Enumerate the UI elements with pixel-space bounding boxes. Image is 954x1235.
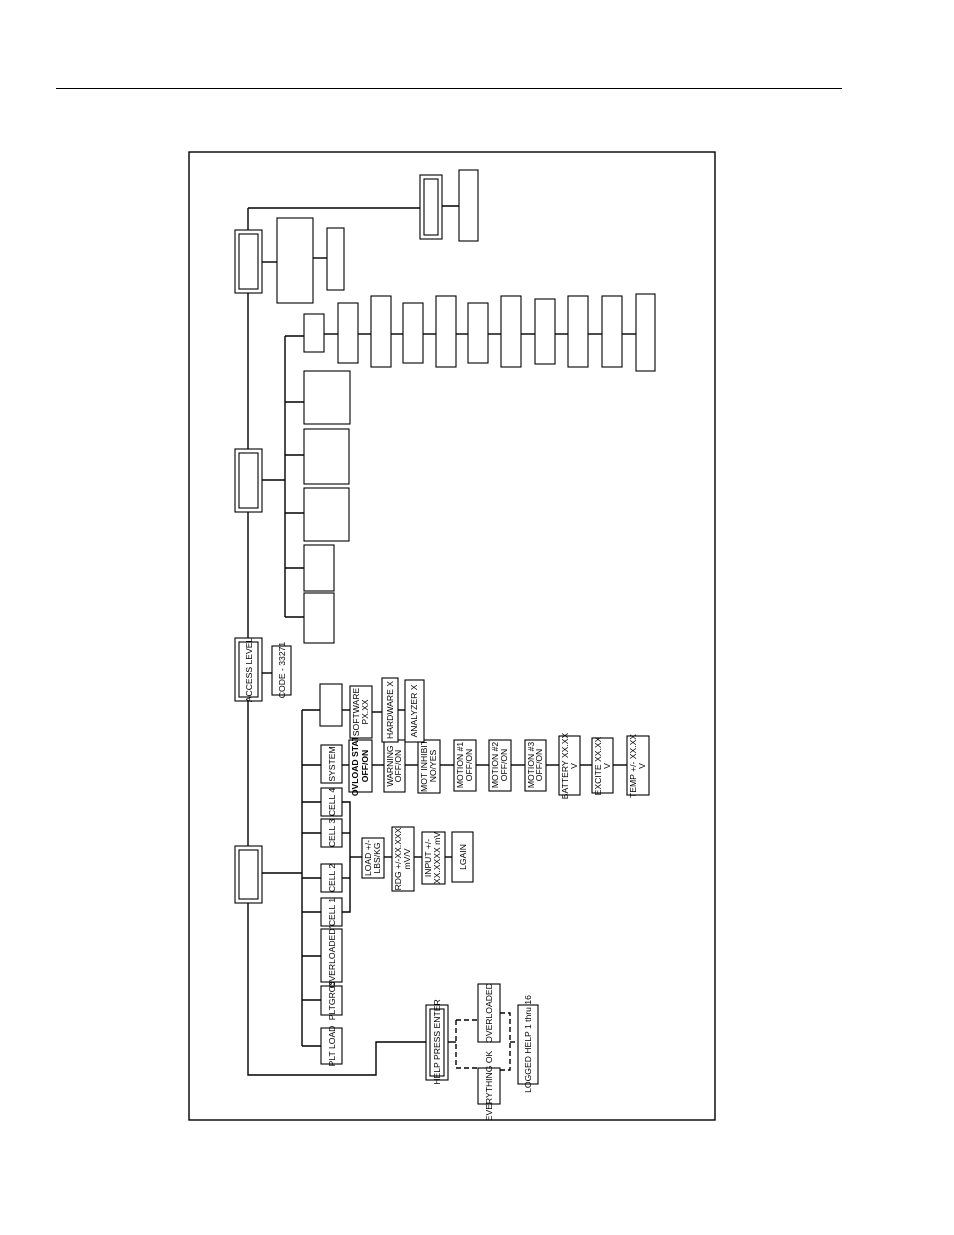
node-box-unlabeled	[419, 174, 443, 240]
svg-text:EXCITE XX.XX: EXCITE XX.XX	[593, 736, 603, 795]
svg-text:OFF/ON: OFF/ON	[464, 749, 474, 781]
system-excite-box: EXCITE XX.XX V	[591, 736, 614, 795]
svg-text:CELL 2: CELL 2	[327, 864, 337, 893]
svg-text:OFF/ON: OFF/ON	[393, 750, 403, 782]
svg-text:CELL 3: CELL 3	[327, 819, 337, 848]
version-analyzer-box: ANALYZER X	[404, 679, 425, 743]
svg-text:SOFTWARE: SOFTWARE	[351, 688, 361, 737]
main-menu-pltgros: PLTGROS	[320, 980, 343, 1021]
help-box: HELP PRESS ENTER	[425, 999, 449, 1085]
help-everything-ok-box: EVERYTHING OK	[477, 1050, 501, 1121]
svg-text:OVERLOADED: OVERLOADED	[484, 983, 494, 1043]
svg-text:NO/YES: NO/YES	[428, 750, 438, 783]
system-ovload-stat-box: OVLOAD STAT OFF/ON	[348, 735, 373, 796]
svg-text:INPUT +/-: INPUT +/-	[423, 839, 433, 877]
svg-text:MOT INHIBIT: MOT INHIBIT	[419, 739, 429, 792]
svg-text:EVERYTHING OK: EVERYTHING OK	[484, 1050, 494, 1121]
access-code-box: CODE - 33271	[271, 642, 292, 699]
svg-text:PX.XX: PX.XX	[360, 699, 370, 725]
version-software-box: SOFTWARE PX.XX	[349, 685, 373, 739]
svg-text:CELL 4: CELL 4	[327, 788, 337, 817]
svg-text:HELP PRESS ENTER: HELP PRESS ENTER	[432, 999, 442, 1084]
svg-text:V: V	[602, 763, 612, 769]
svg-text:OFF/ON: OFF/ON	[534, 749, 544, 781]
cell-load-box: LOAD +/- LBS/KG	[361, 837, 385, 879]
svg-text:WARNING: WARNING	[385, 745, 395, 787]
main-menu-cell1: CELL 1	[320, 897, 343, 927]
node-box-unlabeled	[234, 845, 263, 904]
svg-text:CELL 1: CELL 1	[327, 898, 337, 927]
system-temp-box: TEMP +/- XX.XX V	[626, 734, 650, 798]
svg-text:MOTION #1: MOTION #1	[455, 742, 465, 789]
svg-text:ANALYZER X: ANALYZER X	[409, 684, 419, 737]
svg-text:MOTION #2: MOTION #2	[490, 742, 500, 789]
svg-text:mV/V: mV/V	[402, 848, 412, 869]
cell-input-box: INPUT +/- XX.XXXX mV	[421, 831, 446, 885]
svg-text:HARDWARE X: HARDWARE X	[385, 681, 395, 739]
connector-lines	[238, 205, 636, 1076]
help-overloaded-box: OVERLOADED	[477, 983, 501, 1043]
svg-text:PLT LOAD: PLT LOAD	[327, 1026, 337, 1067]
node-box-unlabeled	[234, 448, 263, 513]
version-hardware-box: HARDWARE X	[381, 677, 399, 743]
main-menu-system: SYSTEM	[320, 744, 343, 784]
system-motion1-box: MOTION #1 OFF/ON	[453, 739, 477, 792]
system-mot-inhibit-box: MOT INHIBIT NO/YES	[417, 739, 441, 794]
access-code-label: CODE - 33271	[277, 642, 287, 699]
svg-text:LGAIN: LGAIN	[458, 844, 468, 870]
system-motion2-box: MOTION #2 OFF/ON	[488, 739, 512, 792]
main-menu-cell2: CELL 2	[320, 863, 343, 893]
svg-text:V: V	[637, 763, 647, 769]
system-motion3-box: MOTION #3 OFF/ON	[524, 739, 547, 792]
svg-text:RDG +/-XX.XXX: RDG +/-XX.XXX	[393, 827, 403, 890]
main-menu-cell3: CELL 3	[320, 818, 343, 848]
access-level-box: ACCESS LEVEL	[234, 637, 263, 703]
svg-text:OVERLOADED?: OVERLOADED?	[327, 924, 337, 989]
svg-text:OFF/ON: OFF/ON	[360, 750, 370, 782]
cell-lgain-box: LGAIN	[451, 831, 474, 883]
diagram-frame	[188, 151, 716, 1121]
svg-text:MOTION #3: MOTION #3	[526, 742, 536, 789]
empty-boxes	[276, 169, 656, 727]
svg-text:OFF/ON: OFF/ON	[499, 749, 509, 781]
system-warning-box: WARNING OFF/ON	[383, 739, 406, 793]
node-box-unlabeled	[234, 229, 263, 294]
svg-text:SYSTEM: SYSTEM	[327, 746, 337, 781]
svg-text:TEMP +/- XX.XX: TEMP +/- XX.XX	[628, 734, 638, 798]
svg-text:OVLOAD STAT: OVLOAD STAT	[350, 735, 360, 796]
help-logged-box: LOGGED HELP 1 thru 16	[517, 995, 539, 1093]
main-menu-overloaded: OVERLOADED?	[320, 924, 343, 989]
svg-text:XX.XXXX mV: XX.XXXX mV	[432, 832, 442, 884]
svg-text:LBS/KG: LBS/KG	[372, 842, 382, 873]
svg-text:PLTGROS: PLTGROS	[327, 980, 337, 1021]
header-rule	[56, 88, 842, 89]
main-menu-plt-load: PLT LOAD	[320, 1026, 343, 1067]
access-level-label: ACCESS LEVEL	[244, 638, 254, 703]
cell-rdg-box: RDG +/-XX.XXX mV/V	[391, 826, 415, 892]
main-menu-cell4: CELL 4	[320, 787, 343, 817]
svg-text:V: V	[569, 763, 579, 769]
svg-text:LOAD +/-: LOAD +/-	[363, 840, 373, 876]
system-battery-box: BATTERY XX.XX V	[558, 733, 581, 800]
svg-text:BATTERY XX.XX: BATTERY XX.XX	[560, 733, 570, 800]
svg-text:LOGGED HELP 1 thru 16: LOGGED HELP 1 thru 16	[523, 995, 533, 1093]
